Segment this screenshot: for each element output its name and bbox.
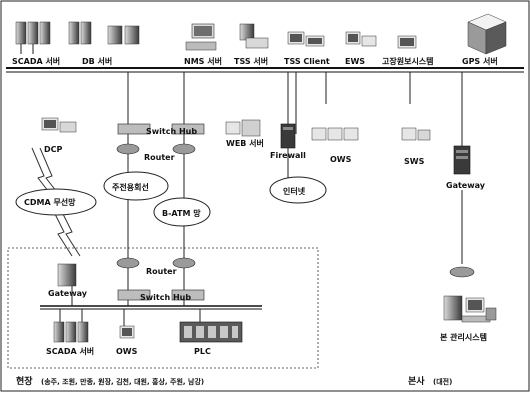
switch-hub-top-label: Switch Hub: [146, 127, 197, 136]
tss-server-label: TSS 서버: [234, 56, 268, 66]
nms-server-label: NMS 서버: [184, 56, 222, 66]
dcp-icon: [42, 118, 76, 132]
nms-server-icon: [186, 24, 216, 50]
atm-label: B-ATM 망: [162, 208, 201, 218]
web-server-label: WEB 서버: [226, 138, 264, 148]
db-server-icon: [69, 22, 139, 44]
monitor-system-label: 본 관리시스템: [440, 332, 487, 342]
monitor-system-icon: [444, 267, 496, 322]
plc-icon: [180, 322, 242, 342]
hq-sub: (대전): [433, 377, 452, 386]
tss-server-icon: [240, 24, 268, 48]
web-server-icon: [226, 120, 260, 136]
field-caption: 현장: [16, 375, 33, 387]
sws-icon: [402, 128, 430, 140]
tss-client-label: TSS Client: [284, 57, 330, 66]
cdma-label: CDMA 무선망: [24, 197, 76, 207]
gateway-left-icon: [58, 264, 76, 286]
ows-top-icon: [312, 128, 358, 140]
firewall-icon: [281, 124, 295, 148]
gps-server-icon: [468, 14, 506, 54]
internet-label: 인터넷: [283, 186, 306, 196]
alarm-system-icon: [398, 36, 416, 48]
hq-caption: 본사: [408, 375, 425, 387]
sws-label: SWS: [404, 157, 425, 166]
dedicated-line-label: 주전용회선: [112, 182, 149, 192]
router-top-label: Router: [144, 153, 175, 162]
ews-icon: [346, 32, 376, 46]
gateway-right-icon: [454, 146, 470, 174]
scada-server-bottom-icon: [54, 322, 88, 342]
field-sites: (송주, 조원, 만종, 원장, 김천, 대원, 흥상, 주원, 남강): [41, 377, 204, 386]
ows-top-label: OWS: [330, 155, 352, 164]
router-bottom-label: Router: [146, 267, 177, 276]
gateway-right-label: Gateway: [446, 181, 486, 190]
ows-bottom-label: OWS: [116, 347, 138, 356]
scada-server-top-icon: [16, 22, 50, 54]
tss-client-icon: [288, 32, 324, 46]
dcp-label: DCP: [44, 145, 63, 154]
gps-server-label: GPS 서버: [462, 56, 498, 66]
top-backbone: [6, 68, 524, 72]
scada-server-bottom-label: SCADA 서버: [46, 346, 94, 356]
ows-bottom-icon: [120, 326, 134, 338]
ews-label: EWS: [345, 57, 365, 66]
plc-label: PLC: [194, 347, 211, 356]
router-top-icon: [117, 134, 195, 154]
db-server-label: DB 서버: [82, 56, 112, 66]
scada-server-top-label: SCADA 서버: [12, 56, 60, 66]
alarm-system-label: 고장원보시스템: [382, 56, 434, 66]
gateway-left-label: Gateway: [48, 289, 88, 298]
